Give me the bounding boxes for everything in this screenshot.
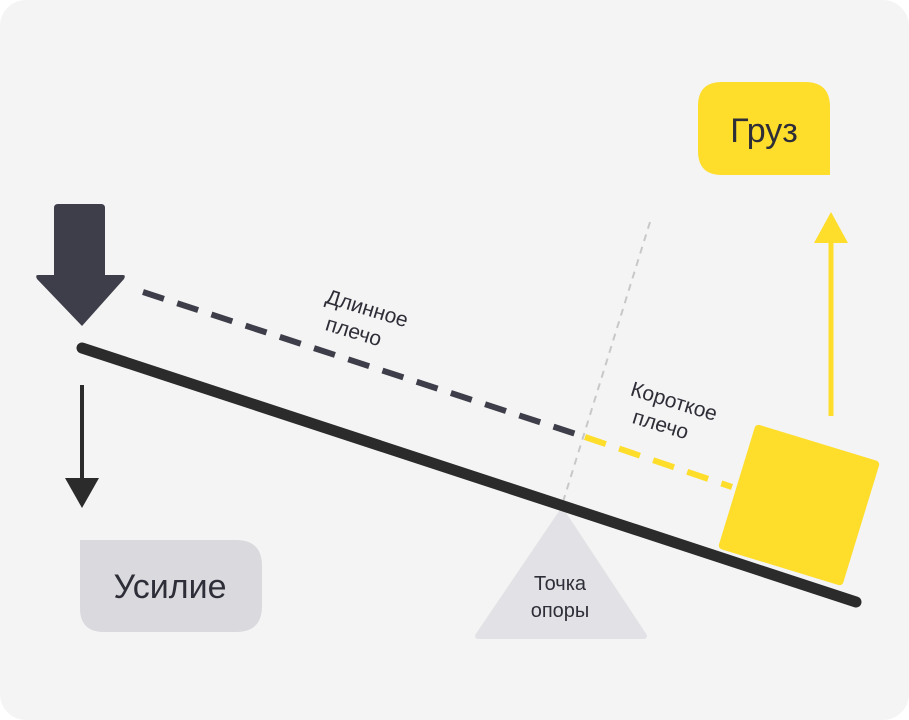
- effort-big-arrow-icon: [36, 204, 125, 326]
- long-arm-dashed-line: [142, 289, 583, 439]
- fulcrum-label-line2: опоры: [531, 600, 590, 622]
- load-label: Груз: [730, 112, 798, 150]
- effort-label: Усилие: [113, 568, 226, 606]
- load-up-arrow-head: [814, 212, 848, 243]
- load-box: [718, 424, 880, 586]
- fulcrum-label-line1: Точка: [534, 573, 587, 595]
- lever-bar: [76, 342, 862, 608]
- fulcrum-guide-line: [561, 221, 651, 506]
- fulcrum-triangle: [475, 509, 647, 639]
- load-badge: [698, 82, 830, 175]
- effort-badge: [80, 540, 262, 632]
- short-arm-dashed-line: [584, 434, 733, 490]
- effort-down-arrow-head: [65, 478, 99, 508]
